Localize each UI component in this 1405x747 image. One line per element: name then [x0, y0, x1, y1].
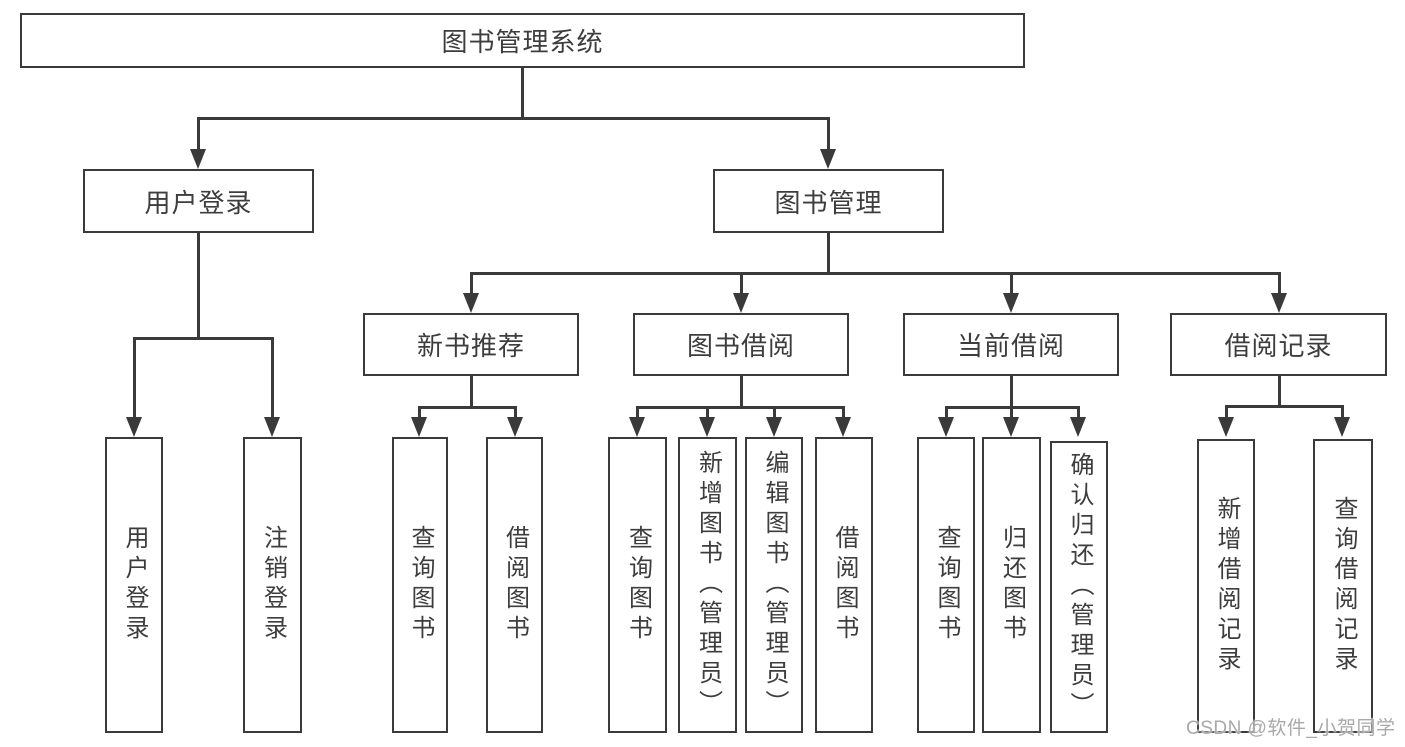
arrowhead-recommend-query-icon [411, 417, 427, 437]
node-user-login-label: 用户登录 [144, 187, 253, 218]
connector-to-current-query [945, 406, 948, 417]
arrowhead-book-borrowing-icon [733, 293, 749, 313]
leaf-current-return-books-label: 归还图书 [998, 525, 1026, 645]
leaf-borrowing-add-books-label: 新增图书（管理员） [694, 450, 722, 720]
arrowhead-current-confirm-icon [1070, 417, 1086, 437]
connector-to-borrowing-query [636, 406, 639, 417]
node-borrowing-records-label: 借阅记录 [1224, 331, 1333, 361]
connector-records-stem [1278, 376, 1281, 405]
node-book-borrowing-label: 图书借阅 [686, 331, 795, 361]
leaf-current-confirm-return-label: 确认归还（管理员） [1066, 452, 1093, 722]
arrowhead-borrowing-records-icon [1271, 293, 1287, 313]
connector-to-borrowing-add [706, 406, 709, 417]
leaf-records-add-record: 新增借阅记录 [1197, 439, 1255, 733]
node-current-borrowing-label: 当前借阅 [956, 331, 1065, 361]
leaf-recommend-borrow-books: 借阅图书 [486, 437, 543, 733]
connector-book-management-stem [827, 233, 830, 272]
leaf-recommend-borrow-books-label: 借阅图书 [501, 525, 529, 645]
arrowhead-leaf-logout-icon [264, 417, 280, 437]
connector-to-recommend-query [418, 406, 421, 417]
leaf-user-login: 用户登录 [105, 437, 163, 733]
arrowhead-borrowing-edit-icon [766, 417, 782, 437]
leaf-borrowing-query-books: 查询图书 [608, 437, 667, 733]
leaf-records-query-record-label: 查询借阅记录 [1330, 496, 1357, 676]
connector-borrowing-branch [636, 406, 844, 409]
arrowhead-current-borrowing-icon [1003, 293, 1019, 313]
connector-root-branch [197, 117, 830, 120]
node-new-book-recommend: 新书推荐 [363, 313, 579, 376]
leaf-borrowing-borrow-books: 借阅图书 [815, 437, 873, 733]
connector-root-stem [521, 68, 524, 117]
arrowhead-borrowing-borrow-icon [835, 417, 851, 437]
node-current-borrowing: 当前借阅 [903, 313, 1119, 376]
connector-to-records-query [1341, 405, 1344, 417]
leaf-current-return-books: 归还图书 [982, 437, 1041, 733]
connector-to-current-borrowing [1010, 272, 1013, 293]
connector-book-management-branch [470, 272, 1280, 275]
leaf-current-confirm-return: 确认归还（管理员） [1050, 441, 1108, 733]
arrowhead-current-return-icon [1003, 417, 1019, 437]
leaf-current-query-books-label: 查询图书 [933, 525, 960, 645]
leaf-recommend-query-books-label: 查询图书 [407, 525, 434, 645]
connector-to-borrowing-edit [773, 406, 776, 417]
leaf-borrowing-edit-books: 编辑图书（管理员） [745, 437, 803, 733]
leaf-user-login-label: 用户登录 [121, 525, 148, 645]
node-new-book-recommend-label: 新书推荐 [416, 331, 525, 361]
leaf-current-query-books: 查询图书 [917, 437, 975, 733]
leaf-records-add-record-label: 新增借阅记录 [1213, 496, 1240, 676]
leaf-borrowing-query-books-label: 查询图书 [624, 525, 652, 645]
connector-borrowing-stem [740, 376, 743, 406]
connector-to-current-return [1010, 406, 1013, 417]
arrowhead-user-login-icon [190, 149, 206, 169]
leaf-recommend-query-books: 查询图书 [392, 437, 448, 733]
leaf-borrowing-borrow-books-label: 借阅图书 [831, 525, 858, 645]
arrowhead-recommend-borrow-icon [507, 417, 523, 437]
connector-to-book-borrowing [740, 272, 743, 293]
connector-to-records-add [1225, 405, 1228, 417]
node-borrowing-records: 借阅记录 [1170, 313, 1387, 376]
arrowhead-records-query-icon [1334, 417, 1350, 437]
connector-records-branch [1225, 405, 1343, 408]
connector-to-borrowing-borrow [842, 406, 845, 417]
connector-user-login-stem [197, 233, 200, 337]
csdn-watermark: CSDN @软件_小贺同学 [1186, 718, 1396, 739]
node-library-system-label: 图书管理系统 [441, 27, 604, 57]
connector-user-login-branch [133, 337, 273, 340]
connector-recommend-stem [470, 376, 473, 406]
node-book-borrowing: 图书借阅 [633, 313, 849, 376]
arrowhead-borrowing-query-icon [629, 417, 645, 437]
leaf-borrowing-add-books: 新增图书（管理员） [678, 437, 737, 733]
connector-to-leaf-user-login [133, 337, 136, 417]
leaf-records-query-record: 查询借阅记录 [1313, 439, 1373, 733]
arrowhead-leaf-user-login-icon [126, 417, 142, 437]
leaf-logout: 注销登录 [243, 437, 302, 733]
connector-to-borrowing-records [1278, 272, 1281, 293]
node-library-system: 图书管理系统 [20, 13, 1025, 68]
node-user-login: 用户登录 [83, 169, 314, 233]
connector-to-new-book-recommend [470, 272, 473, 293]
leaf-logout-label: 注销登录 [259, 525, 287, 645]
node-book-management-label: 图书管理 [774, 187, 883, 218]
connector-to-recommend-borrow [514, 406, 517, 417]
connector-to-book-management [827, 117, 830, 149]
node-book-management: 图书管理 [713, 169, 944, 233]
arrowhead-new-book-recommend-icon [463, 293, 479, 313]
connector-to-leaf-logout [271, 337, 274, 417]
connector-to-user-login [197, 117, 200, 149]
arrowhead-records-add-icon [1218, 417, 1234, 437]
leaf-borrowing-edit-books-label: 编辑图书（管理员） [761, 450, 788, 720]
connector-current-stem [1010, 376, 1013, 406]
connector-recommend-branch [418, 406, 515, 409]
connector-to-current-confirm [1077, 406, 1080, 417]
arrowhead-book-management-icon [820, 149, 836, 169]
arrowhead-borrowing-add-icon [699, 417, 715, 437]
arrowhead-current-query-icon [938, 417, 954, 437]
